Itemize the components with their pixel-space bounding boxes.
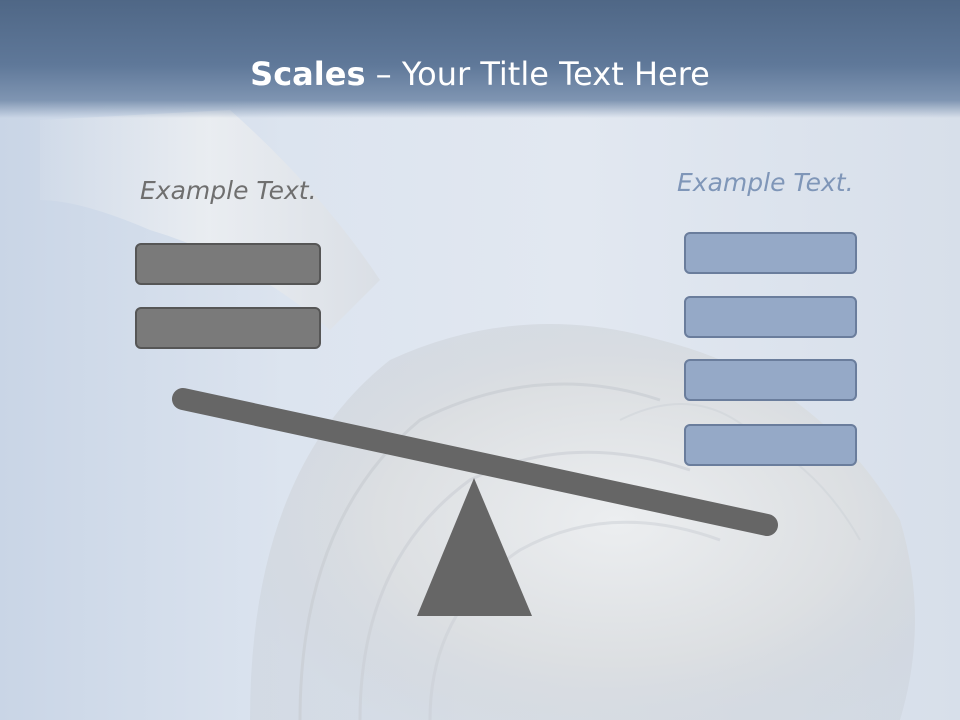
title-rest: – Your Title Text Here [365, 55, 710, 93]
scale-fulcrum[interactable] [417, 478, 532, 616]
left-example-text[interactable]: Example Text. [140, 176, 317, 205]
scale-beam[interactable] [172, 388, 778, 536]
right-box-4[interactable] [684, 424, 857, 466]
right-box-1[interactable] [684, 232, 857, 274]
title-bold: Scales [250, 55, 366, 93]
right-box-2[interactable] [684, 296, 857, 338]
left-box-2[interactable] [135, 307, 321, 349]
left-box-1[interactable] [135, 243, 321, 285]
right-example-text[interactable]: Example Text. [677, 168, 854, 197]
right-box-3[interactable] [684, 359, 857, 401]
title-bar: Scales – Your Title Text Here [0, 0, 960, 118]
slide-title[interactable]: Scales – Your Title Text Here [0, 52, 960, 96]
